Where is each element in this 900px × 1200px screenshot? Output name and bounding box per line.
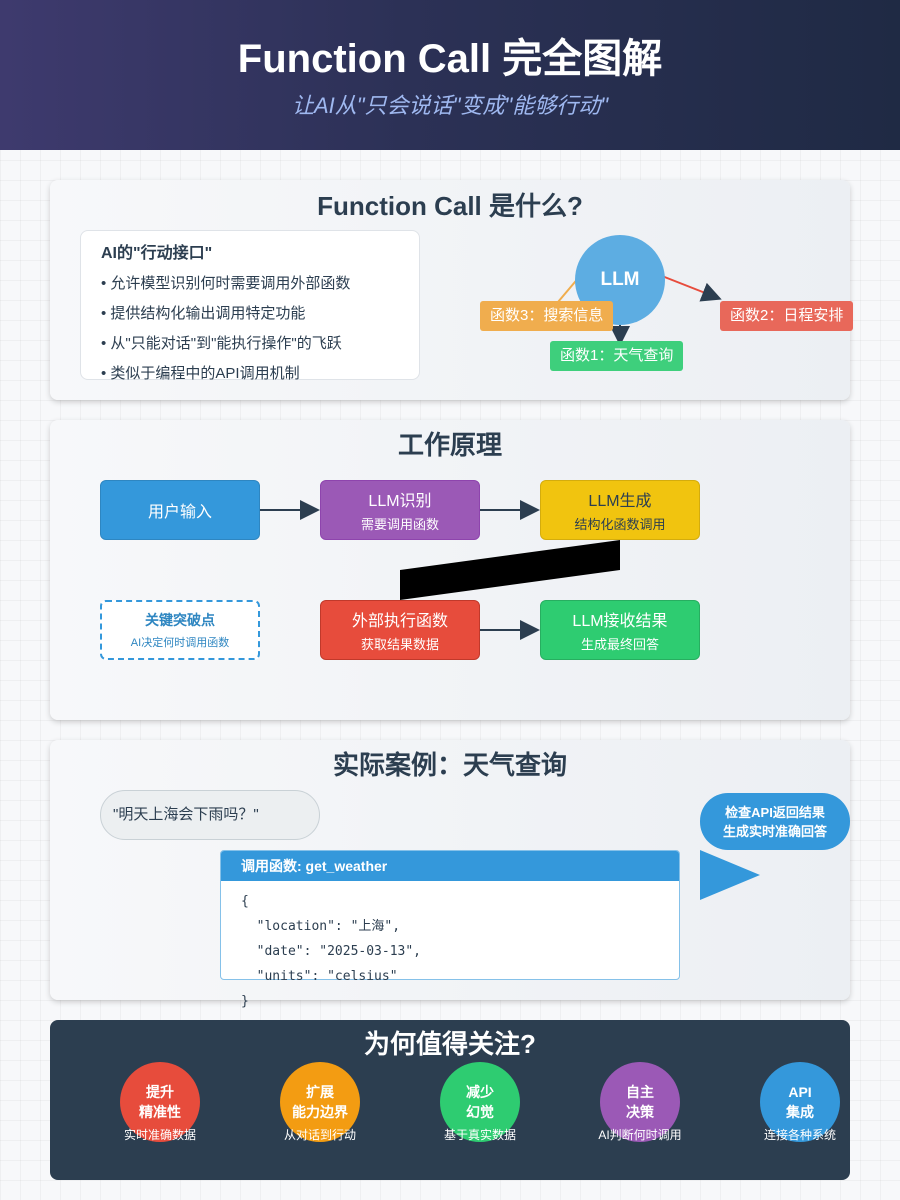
what-item: • 提供结构化输出调用特定功能 <box>101 305 306 322</box>
user-question-bubble: "明天上海会下雨吗？" <box>100 790 320 840</box>
what-item: • 从"只能对话"到"能执行操作"的飞跃 <box>101 335 342 352</box>
code-line: } <box>241 994 249 1009</box>
benefit-hallucination: 减少 幻觉 基于真实数据 <box>420 1062 540 1143</box>
key-main: 关键突破点 <box>145 612 215 628</box>
code-line: "location": "上海", <box>241 919 401 934</box>
section-example-title: 实际案例：天气查询 <box>332 750 567 780</box>
function-schedule-label: 函数2：日程安排 <box>720 301 854 331</box>
code-line: { <box>241 894 249 909</box>
function-call-code: 调用函数: get_weather { "location": "上海", "d… <box>220 850 680 1009</box>
benefit-l1: 减少 <box>466 1084 494 1100</box>
benefit-l2: 精准性 <box>139 1104 181 1120</box>
llm-node: LLM <box>575 235 665 325</box>
section-what-title: Function Call 是什么? <box>317 191 583 221</box>
code-header: 调用函数: get_weather <box>221 851 679 881</box>
connector-to-fn2 <box>661 275 722 302</box>
what-definition-box: AI的"行动接口" • 允许模型识别何时需要调用外部函数 • 提供结构化输出调用… <box>80 230 420 382</box>
section-why: 为何值得关注? 提升 精准性 实时准确数据 扩展 能力边界 从对话到行动 减少 … <box>50 1020 850 1180</box>
section-example: 实际案例：天气查询 "明天上海会下雨吗？" 调用函数: get_weather … <box>50 740 850 1009</box>
benefit-l1: API <box>788 1084 812 1100</box>
benefit-desc: 实时准确数据 <box>123 1128 196 1142</box>
code-line: "date": "2025-03-13", <box>241 944 422 959</box>
step-sub: 生成最终回答 <box>580 637 659 652</box>
benefit-accuracy: 提升 精准性 实时准确数据 <box>100 1062 220 1143</box>
benefit-l2: 幻觉 <box>466 1104 494 1120</box>
benefit-l1: 提升 <box>146 1084 174 1100</box>
step-sub: 获取结果数据 <box>360 637 439 652</box>
function-weather-label: 函数1：天气查询 <box>550 341 684 371</box>
step-sub: 需要调用函数 <box>360 517 439 532</box>
benefit-circle: 减少 幻觉 <box>440 1062 520 1142</box>
section-how: 工作原理 用户输入 LLM识别 需要调用函数 LLM生成 结构化函数调用 关键突… <box>50 420 850 720</box>
step-main: LLM生成 <box>588 493 652 510</box>
step-llm-receive: LLM接收结果 生成最终回答 <box>540 600 700 660</box>
step-llm-generate: LLM生成 结构化函数调用 <box>540 480 700 540</box>
benefit-circle: 提升 精准性 <box>120 1062 200 1142</box>
benefit-capability: 扩展 能力边界 从对话到行动 <box>260 1062 380 1143</box>
benefit-desc: AI判断何时调用 <box>598 1128 682 1142</box>
step-main: 用户输入 <box>147 504 212 521</box>
benefit-desc: 基于真实数据 <box>443 1128 516 1142</box>
key-sub: AI决定何时调用函数 <box>130 637 230 649</box>
what-item: • 允许模型识别何时需要调用外部函数 <box>101 275 351 292</box>
function-search-label: 函数3：搜索信息 <box>480 301 614 331</box>
arrow-step3-step4 <box>400 540 620 600</box>
page-title: Function Call 完全图解 <box>237 37 663 81</box>
benefit-circle: 扩展 能力边界 <box>280 1062 360 1142</box>
benefit-l1: 自主 <box>626 1084 654 1100</box>
key-breakthrough-box: 关键突破点 AI决定何时调用函数 <box>100 600 260 660</box>
step-external-execute: 外部执行函数 获取结果数据 <box>320 600 480 660</box>
benefit-circle: 自主 决策 <box>600 1062 680 1142</box>
what-item: • 类似于编程中的API调用机制 <box>101 365 300 382</box>
result-line: 生成实时准确回答 <box>722 823 827 839</box>
section-how-title: 工作原理 <box>397 430 502 460</box>
step-llm-identify: LLM识别 需要调用函数 <box>320 480 480 540</box>
benefit-desc: 从对话到行动 <box>283 1128 356 1142</box>
flow-arrows <box>260 500 620 640</box>
benefit-api: API 集成 连接各种系统 <box>740 1062 860 1143</box>
benefit-desc: 连接各种系统 <box>763 1128 836 1142</box>
benefit-l2: 集成 <box>786 1104 814 1120</box>
section-what: Function Call 是什么? AI的"行动接口" • 允许模型识别何时需… <box>50 180 854 400</box>
benefit-l2: 决策 <box>626 1104 654 1120</box>
step-main: 外部执行函数 <box>351 613 448 630</box>
benefit-l1: 扩展 <box>306 1084 334 1100</box>
result-bubble: 检查API返回结果 生成实时准确回答 <box>700 793 850 850</box>
benefit-l2: 能力边界 <box>292 1104 348 1120</box>
result-line: 检查API返回结果 <box>725 804 825 820</box>
section-why-title: 为何值得关注? <box>364 1029 536 1059</box>
code-body: { "location": "上海", "date": "2025-03-13"… <box>221 881 679 1022</box>
result-arrow-icon <box>700 850 760 900</box>
benefit-circle: API 集成 <box>760 1062 840 1142</box>
step-user-input: 用户输入 <box>100 480 260 540</box>
code-line: "units": "celsius" <box>241 969 398 984</box>
llm-connectors <box>557 275 722 346</box>
benefit-autonomy: 自主 决策 AI判断何时调用 <box>580 1062 700 1143</box>
what-box-title: AI的"行动接口" <box>101 245 213 262</box>
step-main: LLM识别 <box>368 493 432 510</box>
step-sub: 结构化函数调用 <box>574 517 666 532</box>
step-main: LLM接收结果 <box>572 613 668 630</box>
page-subtitle: 让AI从"只会说话"变成"能够行动" <box>291 93 609 118</box>
page-header: Function Call 完全图解 让AI从"只会说话"变成"能够行动" <box>0 0 900 150</box>
